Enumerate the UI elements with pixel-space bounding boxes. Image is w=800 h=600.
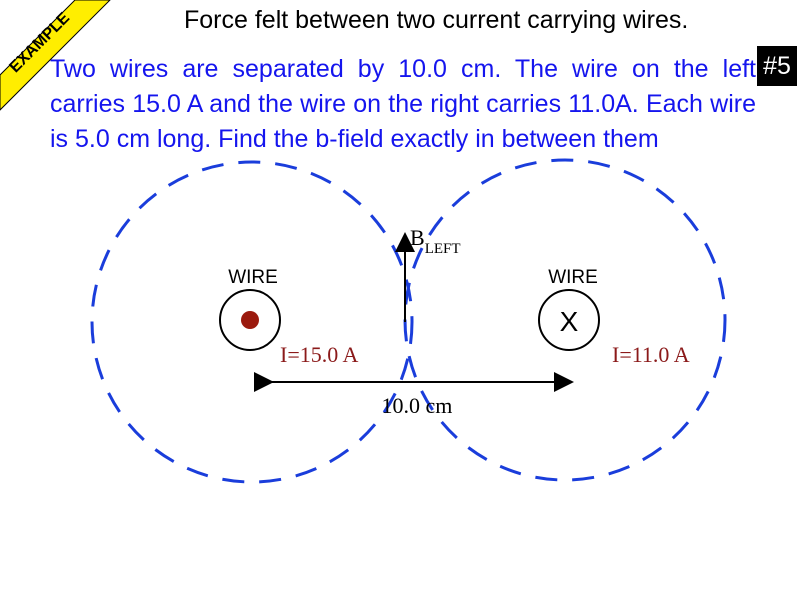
separation-label: 10.0 cm — [382, 393, 453, 418]
current-into-page-x: X — [560, 306, 579, 337]
current-out-of-page-dot — [241, 311, 259, 329]
example-number-badge: #5 — [757, 46, 797, 86]
left-field-line-circle — [90, 160, 414, 484]
example-ribbon: EXAMPLE — [0, 0, 111, 111]
left-current-label: I=15.0 A — [280, 342, 359, 367]
right-current-label: I=11.0 A — [612, 342, 690, 367]
left-wire-label: WIRE — [228, 267, 278, 288]
problem-text: Two wires are separated by 10.0 cm. The … — [50, 55, 756, 153]
b-field-label: BLEFT — [410, 225, 461, 257]
right-wire — [538, 289, 600, 351]
right-wire-label: WIRE — [548, 267, 598, 288]
page-title: Force felt between two current carrying … — [184, 6, 689, 34]
